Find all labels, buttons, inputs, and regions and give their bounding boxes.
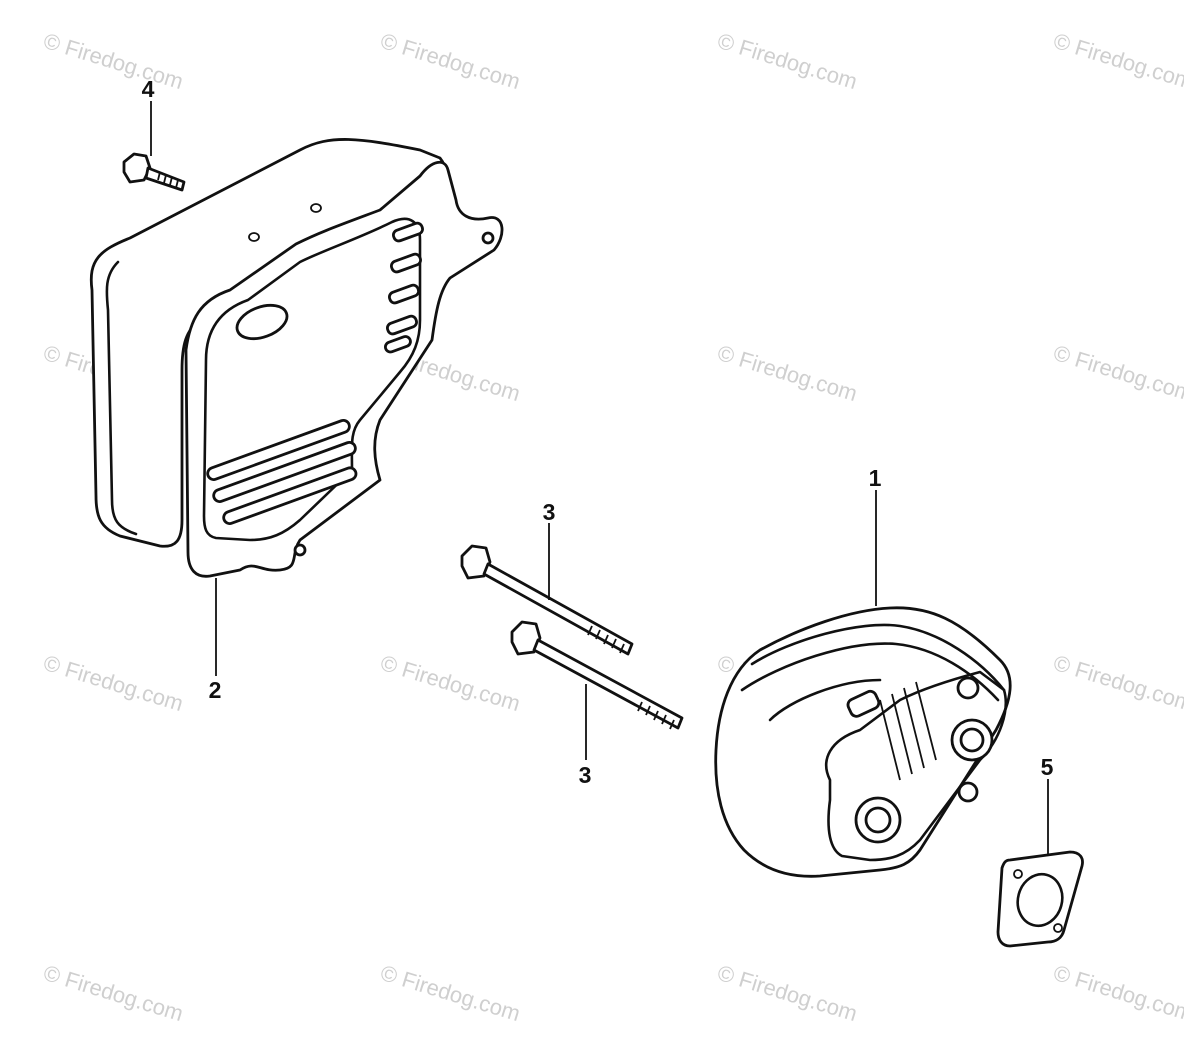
callout-part-3-upper: 3 xyxy=(542,499,556,525)
callout-part-5: 5 xyxy=(1040,754,1054,780)
flange-bolt-long-lower-shape xyxy=(510,620,684,730)
flange-bolt-long-upper-shape xyxy=(460,544,634,656)
callout-part-2: 2 xyxy=(208,677,222,703)
callout-part-1: 1 xyxy=(868,465,882,491)
muffler-protector-shape xyxy=(89,138,504,578)
muffler-gasket-shape xyxy=(996,850,1084,948)
flange-bolt-small-shape xyxy=(122,152,186,192)
callout-part-4: 4 xyxy=(141,76,155,102)
muffler-shape xyxy=(714,606,1012,878)
callout-part-3-lower: 3 xyxy=(578,762,592,788)
